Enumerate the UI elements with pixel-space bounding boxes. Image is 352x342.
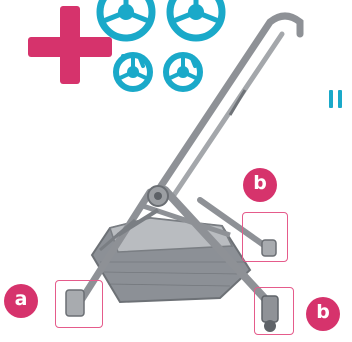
badge-b-bottom: b <box>306 297 340 331</box>
badge-b-top: b <box>243 168 277 202</box>
mount-highlight-a <box>55 280 103 328</box>
badge-a: a <box>4 284 38 318</box>
mount-highlight-b-bottom <box>254 287 294 335</box>
mount-highlight-b-top <box>242 212 288 262</box>
